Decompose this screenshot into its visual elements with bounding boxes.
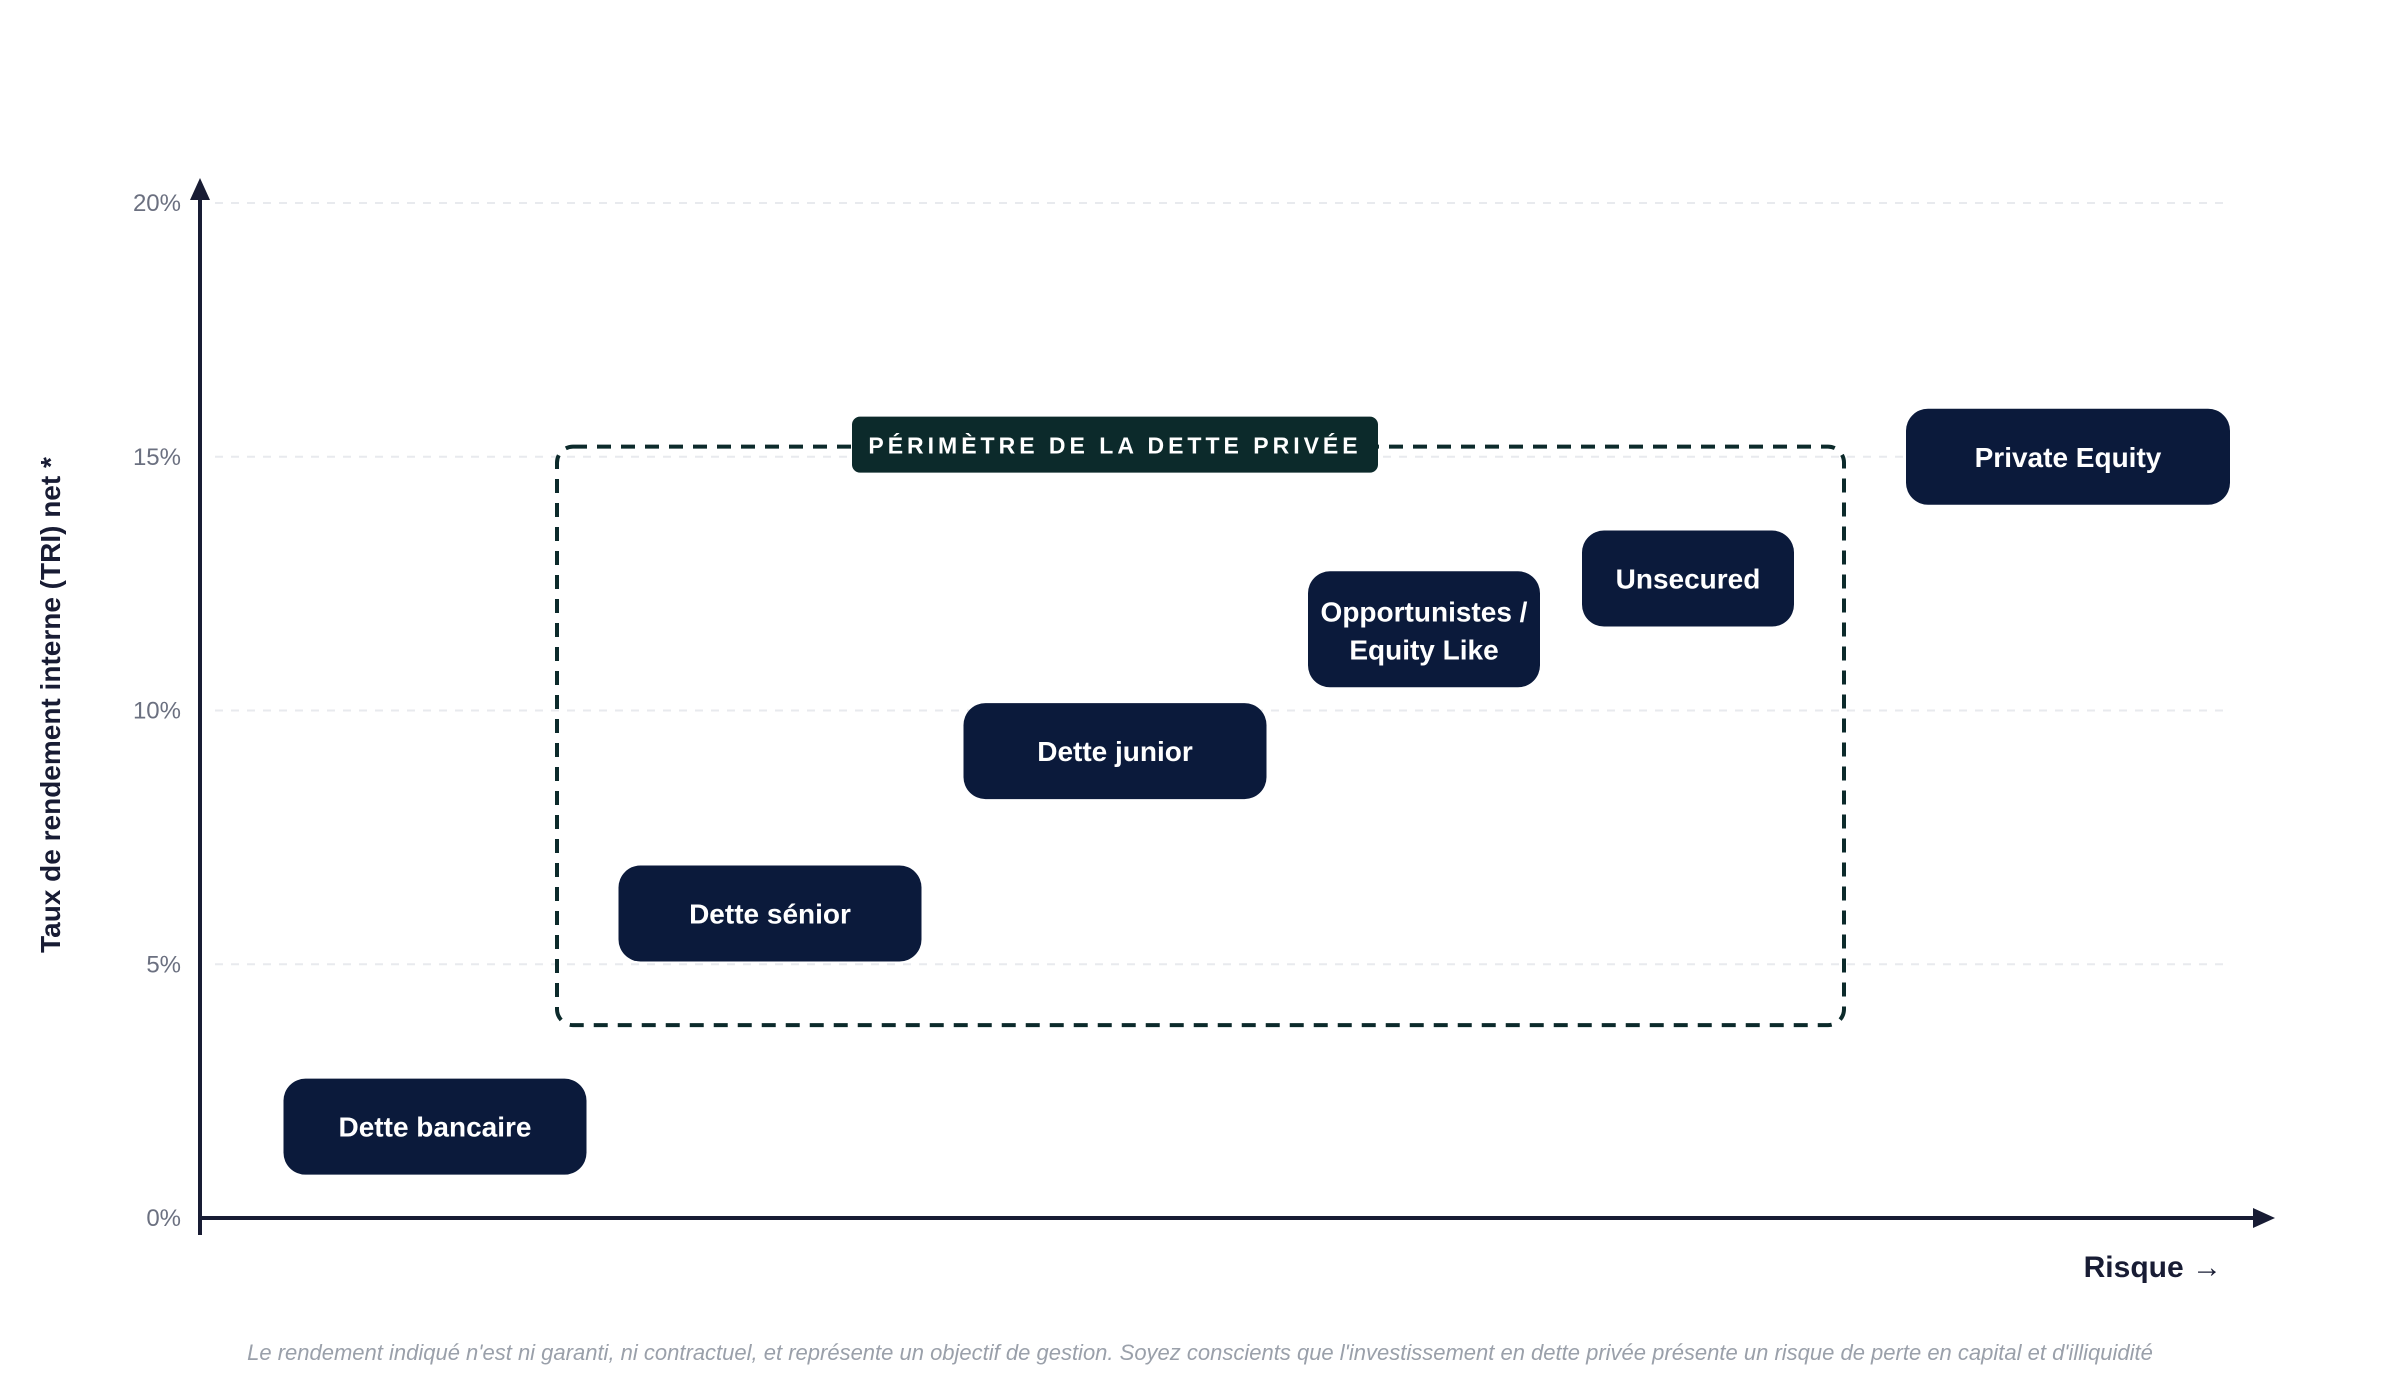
y-axis-arrow [190, 178, 210, 200]
y-axis-label: Taux de rendement interne (TRI) net * [35, 457, 66, 953]
disclaimer: Le rendement indiqué n'est ni garanti, n… [247, 1340, 2153, 1365]
asset-class-box-bg [618, 865, 922, 962]
y-tick-label: 15% [133, 444, 181, 471]
asset-class-label: Private Equity [1975, 442, 2162, 473]
zone-tag [852, 416, 1378, 473]
asset-class-box-bg [283, 1078, 587, 1175]
y-tick-label: 0% [146, 1205, 181, 1232]
asset-class-label: Unsecured [1616, 564, 1761, 595]
asset-class-box: Dette bancaire [283, 1078, 587, 1175]
y-tick-label: 5% [146, 951, 181, 978]
asset-class-box: Dette sénior [618, 865, 922, 962]
asset-class-box-bg [963, 703, 1267, 800]
asset-class-label: Dette junior [1037, 736, 1193, 767]
x-axis-label: Risque → [2084, 1251, 2222, 1284]
asset-class-box-bg [1308, 571, 1540, 688]
y-tick-label: 20% [133, 190, 181, 217]
asset-class-label: Dette bancaire [339, 1112, 532, 1143]
asset-class-box: Dette junior [963, 703, 1267, 800]
asset-class-box: Private Equity [1906, 408, 2230, 505]
zone-tag-label: PÉRIMÈTRE DE LA DETTE PRIVÉE [868, 432, 1361, 459]
asset-class-label: Equity Like [1349, 634, 1498, 665]
asset-class-box: Opportunistes / Equity Like [1308, 571, 1540, 688]
y-tick-label: 10% [133, 698, 181, 725]
asset-class-label: Dette sénior [689, 899, 851, 930]
asset-class-box-bg [1582, 530, 1794, 627]
asset-class-box-bg [1906, 408, 2230, 505]
asset-class-box: Unsecured [1582, 530, 1794, 627]
x-axis-arrow [2253, 1208, 2275, 1228]
asset-class-label: Opportunistes / [1321, 596, 1528, 627]
